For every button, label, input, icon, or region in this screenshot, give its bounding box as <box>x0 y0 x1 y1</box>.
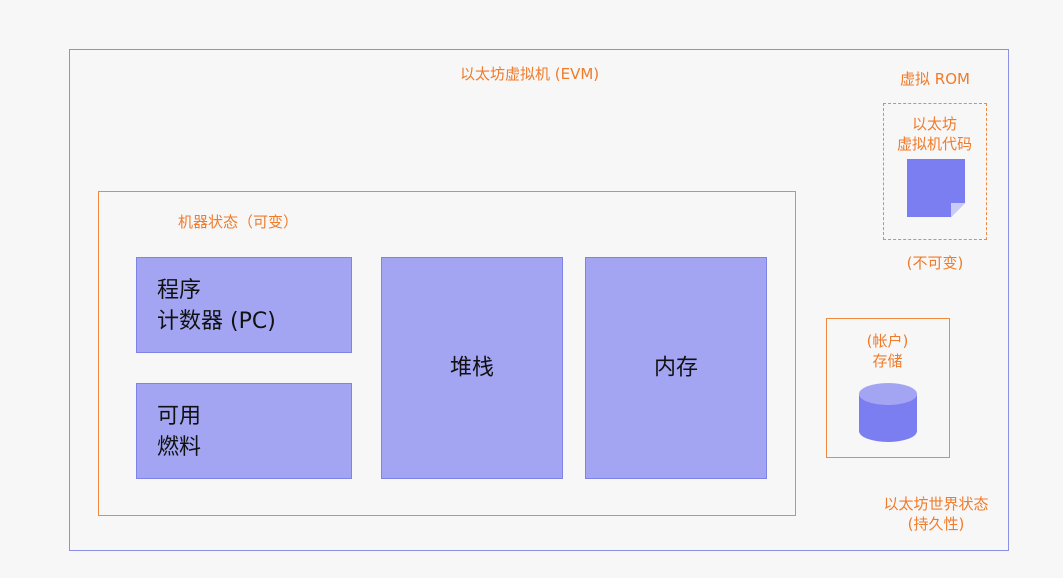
machine-state-frame <box>98 191 796 516</box>
evm-code-line2: 虚拟机代码 <box>896 135 972 153</box>
storage-line2: 存储 <box>872 352 903 370</box>
program-counter-line2: 计数器 (PC) <box>157 309 276 334</box>
available-gas-box: 可用 燃料 <box>136 383 352 479</box>
program-counter-line1: 程序 <box>157 278 202 303</box>
account-storage-box: (帐户) 存储 <box>826 318 950 458</box>
evm-frame <box>69 49 1009 551</box>
virtual-rom-box: 以太坊 虚拟机代码 <box>883 103 987 240</box>
available-gas-line2: 燃料 <box>157 435 202 460</box>
immutable-label: (不可变) <box>906 254 964 272</box>
available-gas-line1: 可用 <box>157 404 202 429</box>
stack-box: 堆栈 <box>381 257 563 479</box>
evm-code-line1: 以太坊 <box>911 115 957 133</box>
stack-label: 堆栈 <box>449 355 494 381</box>
evm-title: 以太坊虚拟机 (EVM) <box>460 65 600 83</box>
world-state-line2: (持久性) <box>907 515 965 533</box>
world-state-line1: 以太坊世界状态 <box>883 495 989 513</box>
virtual-rom-title: 虚拟 ROM <box>900 70 970 88</box>
machine-state-label: 机器状态（可变） <box>178 213 299 231</box>
database-icon <box>859 383 917 442</box>
memory-box: 内存 <box>585 257 767 479</box>
memory-label: 内存 <box>653 355 698 381</box>
program-counter-box: 程序 计数器 (PC) <box>136 257 352 353</box>
storage-line1: (帐户) <box>866 332 909 350</box>
document-icon <box>907 159 965 217</box>
